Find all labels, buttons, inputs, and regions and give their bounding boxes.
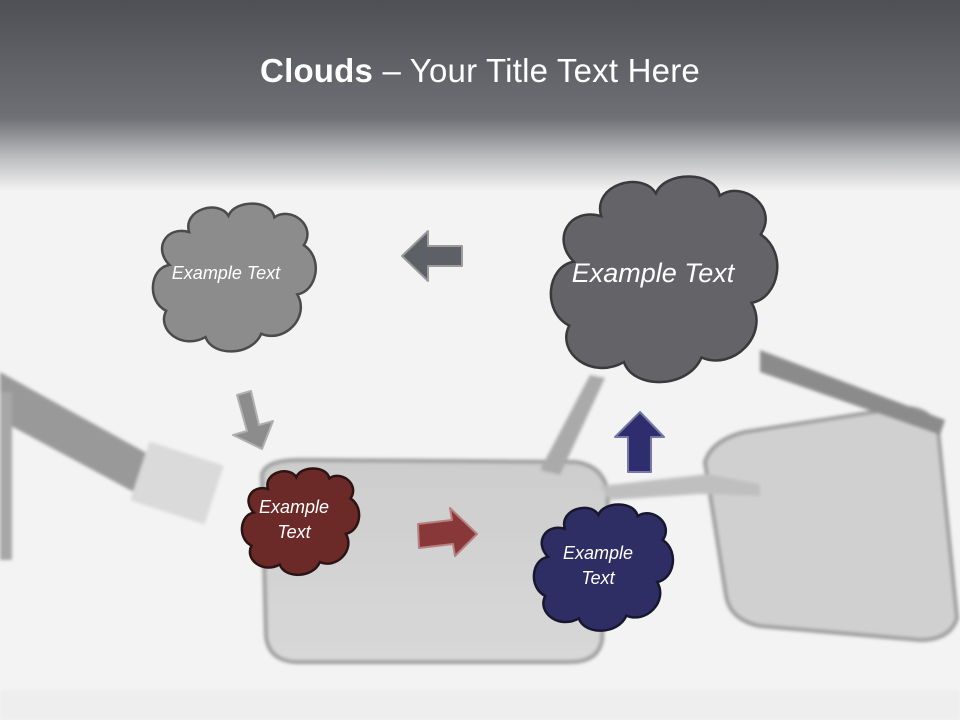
cloud-maroon-text: Example Text	[258, 496, 330, 542]
arrow-left	[401, 230, 463, 282]
cloud-navy-text: Example Text	[562, 542, 634, 588]
arrow-up	[614, 411, 665, 473]
cloud-gray-light-text: Example Text	[171, 263, 281, 284]
slide-title: Clouds – Your Title Text Here	[0, 52, 960, 90]
header-band	[0, 0, 960, 190]
arrow-right	[417, 507, 478, 557]
title-dash: –	[373, 52, 410, 89]
title-rest: Your Title Text Here	[409, 52, 700, 89]
arrow-down	[232, 390, 274, 450]
cloud-gray-dark-text: Example Text	[571, 258, 735, 289]
title-bold-part: Clouds	[260, 52, 374, 89]
eyeglasses-photo	[0, 350, 960, 720]
